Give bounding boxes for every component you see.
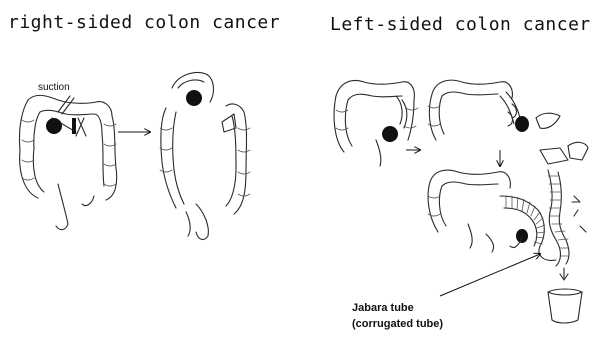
tube-pointer-arrow	[440, 254, 540, 296]
left-colon-step3	[428, 142, 588, 323]
tumor-right-after	[186, 90, 202, 106]
left-colon-step2	[428, 80, 560, 140]
tumor-left-step1	[382, 126, 398, 142]
tumor-right-before	[46, 118, 62, 134]
tumor-left-step3	[516, 229, 528, 243]
left-colon-step1	[334, 81, 418, 166]
tumor-left-step2	[515, 116, 529, 132]
right-colon-after	[160, 73, 250, 240]
right-colon-before	[19, 95, 116, 229]
